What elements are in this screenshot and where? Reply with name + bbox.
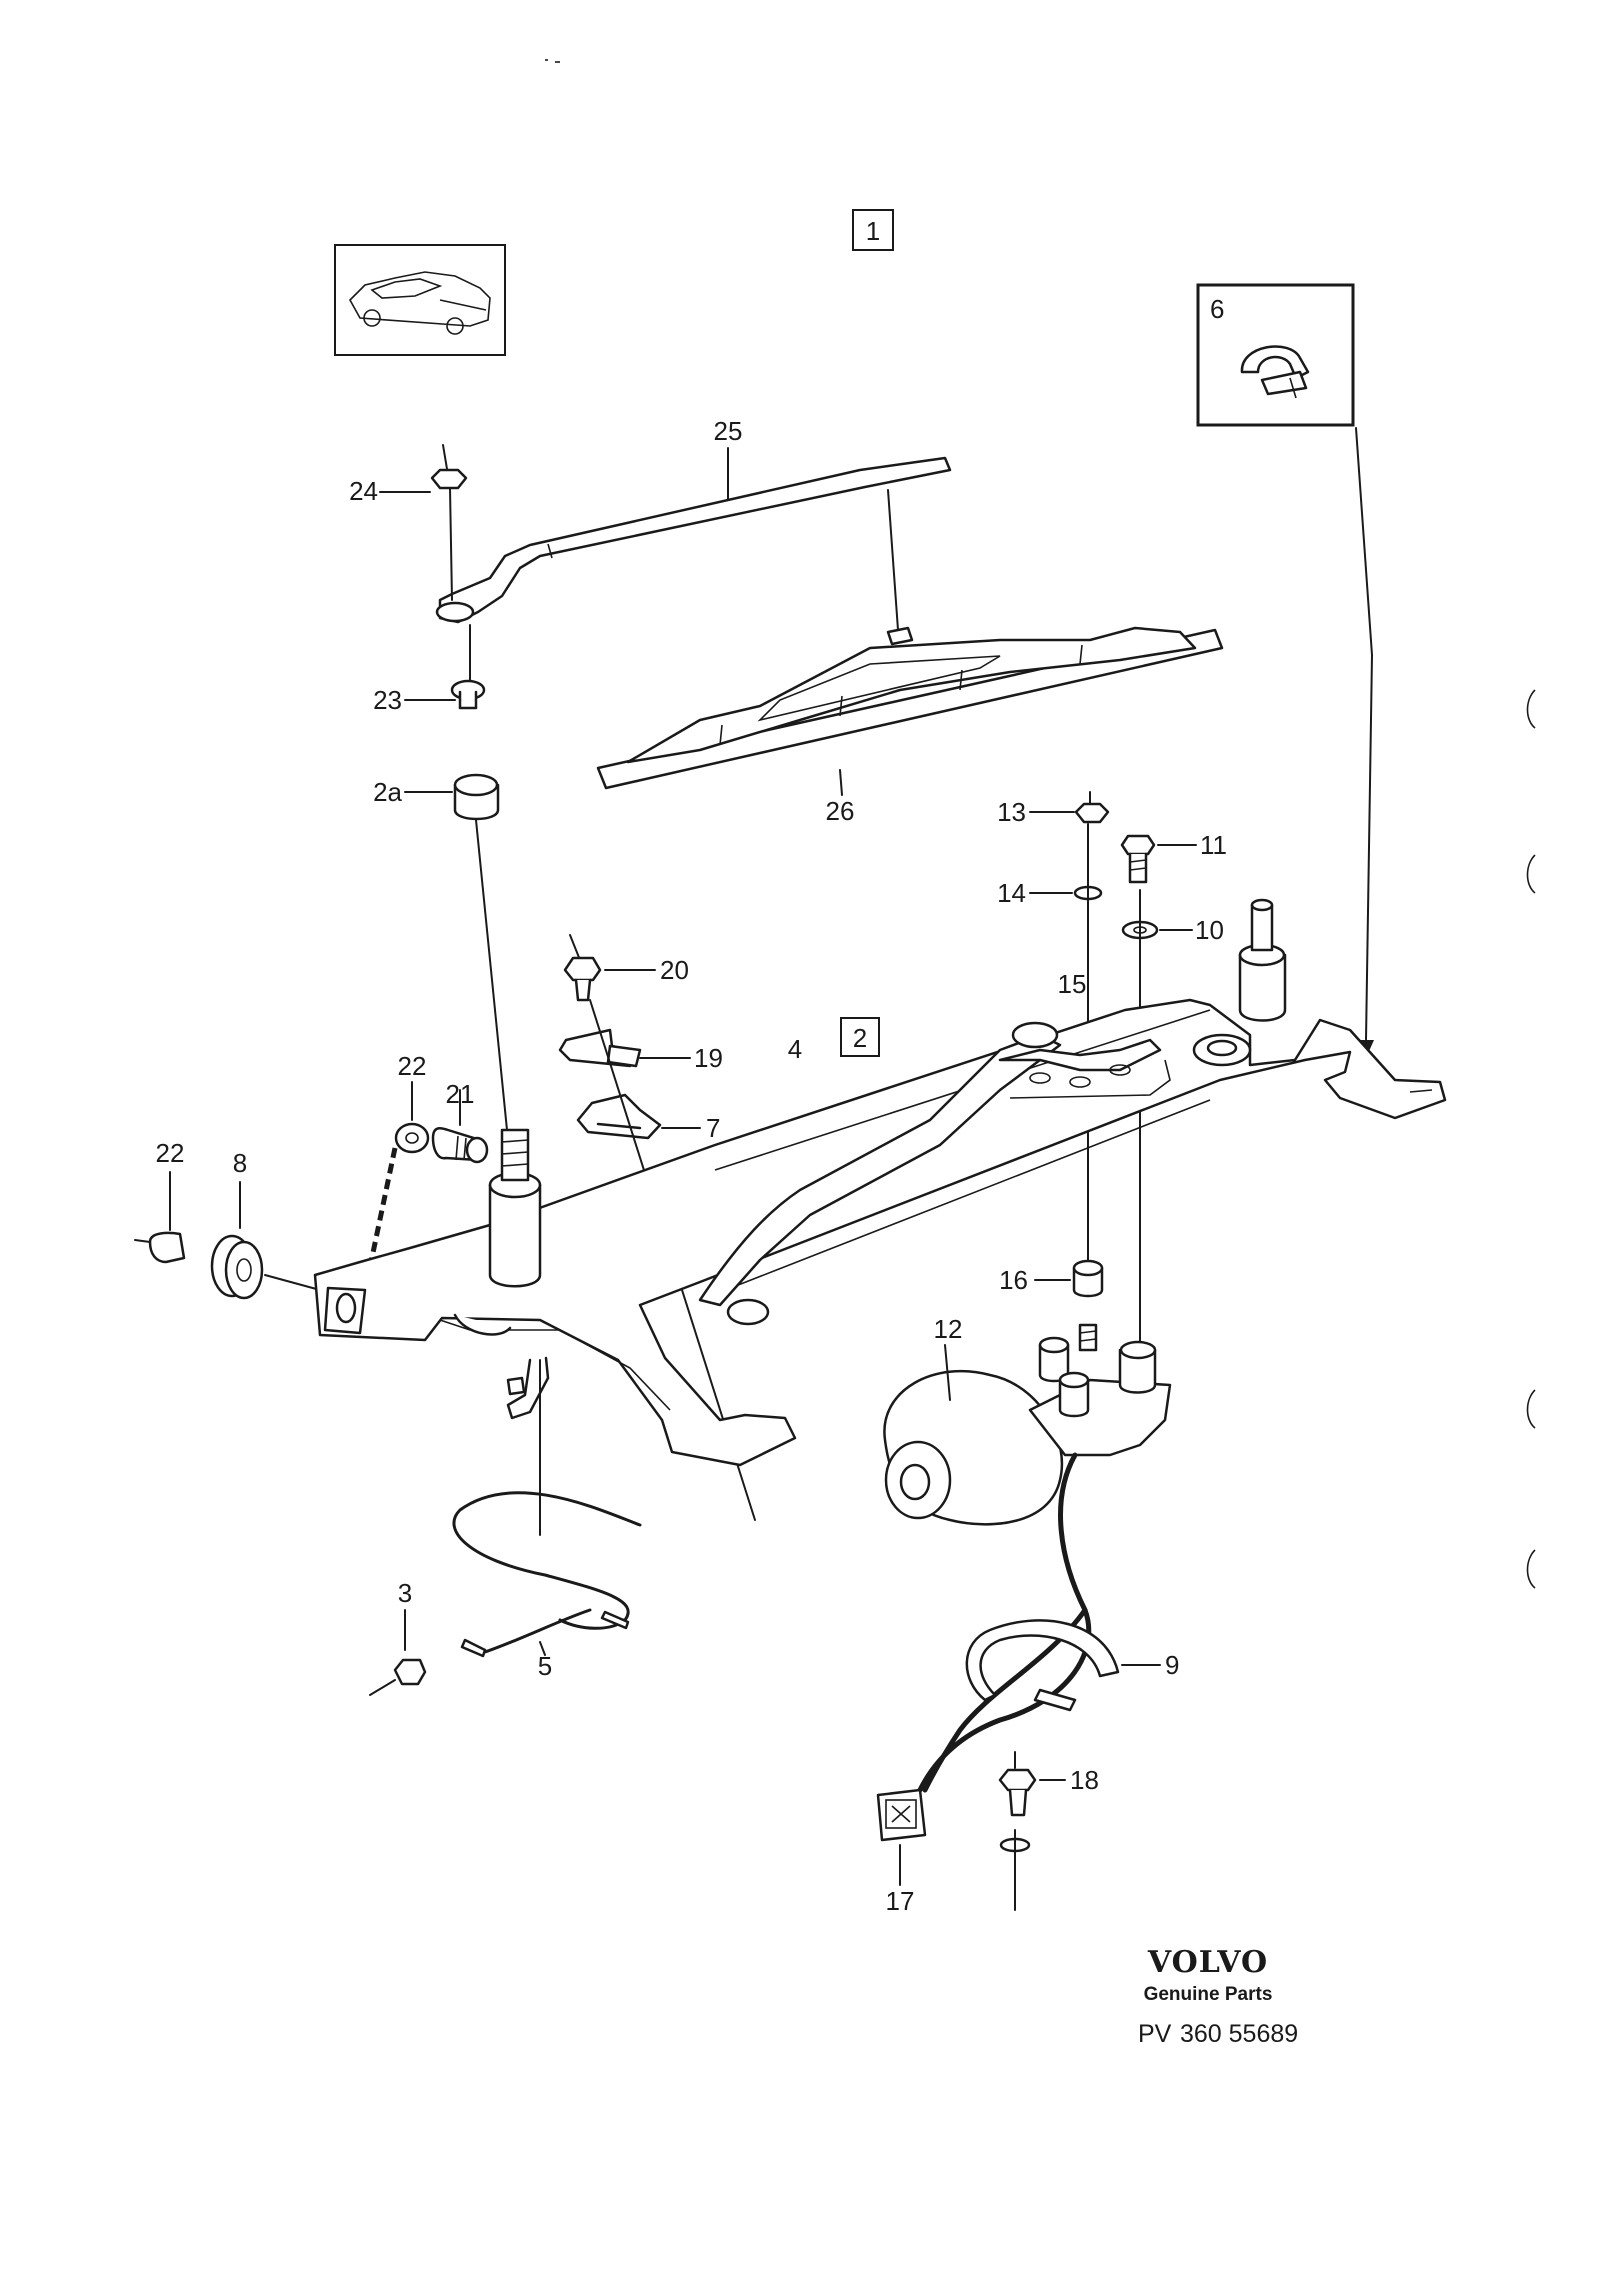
part-2a-spacer [404, 773, 500, 821]
part-9-cable-strap [965, 1619, 1161, 1702]
label-5: 5 [538, 1651, 552, 1681]
part-26-wiper-blade [596, 626, 1224, 796]
part-19-clip [558, 1028, 691, 1068]
footer-branding: VOLVO Genuine Parts PV 360 55689 [1138, 1945, 1298, 2048]
label-15: 15 [1058, 969, 1087, 999]
part-3-nut [369, 1609, 427, 1696]
label-12: 12 [934, 1314, 963, 1344]
label-9: 9 [1165, 1650, 1179, 1680]
label-2a: 2a [373, 777, 402, 807]
part-10-washer [1121, 920, 1193, 940]
part-18-bolt [998, 1751, 1066, 1911]
label-11: 11 [1200, 830, 1227, 860]
part-11-bolt [1120, 834, 1197, 884]
label-20: 20 [660, 955, 689, 985]
label-21: 21 [446, 1079, 475, 1109]
vehicle-thumbnail [334, 244, 506, 356]
label-19: 19 [694, 1043, 723, 1073]
group-box-1: 1 [852, 209, 894, 251]
part-labels: 24 25 23 2a 26 13 11 14 10 20 15 2 4 19 … [156, 416, 1227, 1916]
part-14-washer [1029, 885, 1103, 901]
part-4-linkage-frame [313, 998, 1447, 1467]
label-2: 2 [853, 1023, 867, 1053]
label-22-upper: 22 [398, 1051, 427, 1081]
label-7: 7 [706, 1113, 720, 1143]
label-17: 17 [886, 1886, 915, 1916]
part-20-bolt [563, 934, 656, 1002]
part-8-grommet [210, 1181, 321, 1300]
part-5-cable [452, 1359, 642, 1658]
label-8: 8 [233, 1148, 247, 1178]
label-13: 13 [997, 797, 1026, 827]
label-22-lower: 22 [156, 1138, 185, 1168]
part-21-bolt [431, 1089, 489, 1164]
part-22-lower-cap [134, 1171, 186, 1264]
part-16-bushing [1034, 1259, 1104, 1298]
right-spindle-housing [1238, 898, 1287, 1022]
label-24: 24 [349, 476, 378, 506]
left-spindle-housing [488, 1128, 542, 1288]
label-16: 16 [999, 1265, 1028, 1295]
label-14: 14 [997, 878, 1026, 908]
part-25-wiper-arm [435, 447, 952, 631]
label-26: 26 [826, 796, 855, 826]
part-17-connector [876, 1788, 927, 1886]
wiring-harness [917, 1452, 1092, 1793]
inset-box-6: 6 [1196, 283, 1355, 427]
label-10: 10 [1195, 915, 1224, 945]
label-3: 3 [398, 1578, 412, 1608]
label-23: 23 [373, 685, 402, 715]
part-24-nut [379, 444, 468, 493]
inset-label-6: 6 [1210, 294, 1224, 324]
part-13-nut [1029, 791, 1110, 824]
group-box-1-label: 1 [866, 216, 880, 246]
label-18: 18 [1070, 1765, 1099, 1795]
reference-number: 360 55689 [1180, 2020, 1298, 2048]
group-box-2 [840, 1017, 880, 1057]
part-12-wiper-motor [883, 1323, 1172, 1526]
part-22-upper-bushing [394, 1081, 430, 1154]
brand-tagline: Genuine Parts [1144, 1984, 1273, 2005]
label-4: 4 [788, 1034, 802, 1064]
label-25: 25 [714, 416, 743, 446]
part-23-bushing [404, 679, 486, 710]
reference-prefix: PV [1138, 2020, 1172, 2048]
brand-logo: VOLVO [1147, 1945, 1268, 1980]
part-7-clip [576, 1093, 701, 1140]
